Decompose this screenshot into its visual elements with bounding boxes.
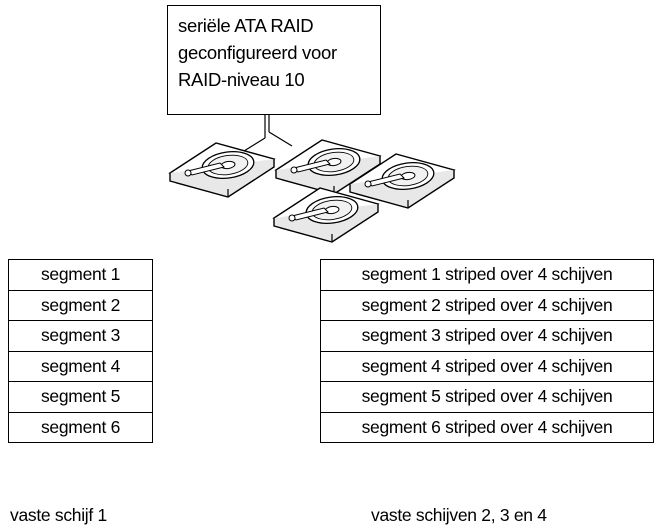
segment-cell: segment 5 [8, 381, 153, 413]
segment-cell: segment 4 [8, 350, 153, 382]
table-row: segment 2 striped over 4 schijven [320, 289, 654, 321]
table-row: segment 5 [8, 381, 153, 413]
table-row: segment 4 striped over 4 schijven [320, 350, 654, 382]
segment-cell: segment 6 [8, 411, 153, 443]
connector-lines [235, 115, 293, 157]
raid-controller-box: seriële ATA RAID geconfigureerd voor RAI… [167, 5, 381, 115]
hard-drive-icon-1 [169, 142, 275, 198]
left-caption: vaste schijf 1 [10, 505, 107, 525]
table-row: segment 6 striped over 4 schijven [320, 411, 654, 443]
segment-cell: segment 1 [8, 259, 153, 291]
controller-line-2: geconfigureerd voor [178, 42, 337, 63]
segment-cell: segment 3 [8, 320, 153, 352]
table-row: segment 6 [8, 411, 153, 443]
striped-segment-cell: segment 2 striped over 4 schijven [320, 289, 654, 321]
striped-drives-table: segment 1 striped over 4 schijven segmen… [320, 259, 654, 443]
table-row: segment 1 striped over 4 schijven [320, 259, 654, 291]
striped-segment-cell: segment 1 striped over 4 schijven [320, 259, 654, 291]
striped-segment-cell: segment 6 striped over 4 schijven [320, 411, 654, 443]
controller-line-1: seriële ATA RAID [178, 15, 314, 36]
single-drive-table: segment 1 segment 2 segment 3 segment 4 … [8, 259, 153, 443]
striped-segment-cell: segment 3 striped over 4 schijven [320, 320, 654, 352]
table-row: segment 3 striped over 4 schijven [320, 320, 654, 352]
striped-segment-cell: segment 4 striped over 4 schijven [320, 350, 654, 382]
controller-line-3: RAID-niveau 10 [178, 69, 305, 90]
table-row: segment 3 [8, 320, 153, 352]
table-row: segment 2 [8, 289, 153, 321]
table-row: segment 4 [8, 350, 153, 382]
segment-cell: segment 2 [8, 289, 153, 321]
table-row: segment 1 [8, 259, 153, 291]
striped-segment-cell: segment 5 striped over 4 schijven [320, 381, 654, 413]
drive-diagram [169, 115, 455, 243]
table-row: segment 5 striped over 4 schijven [320, 381, 654, 413]
right-caption: vaste schijven 2, 3 en 4 [371, 505, 547, 525]
